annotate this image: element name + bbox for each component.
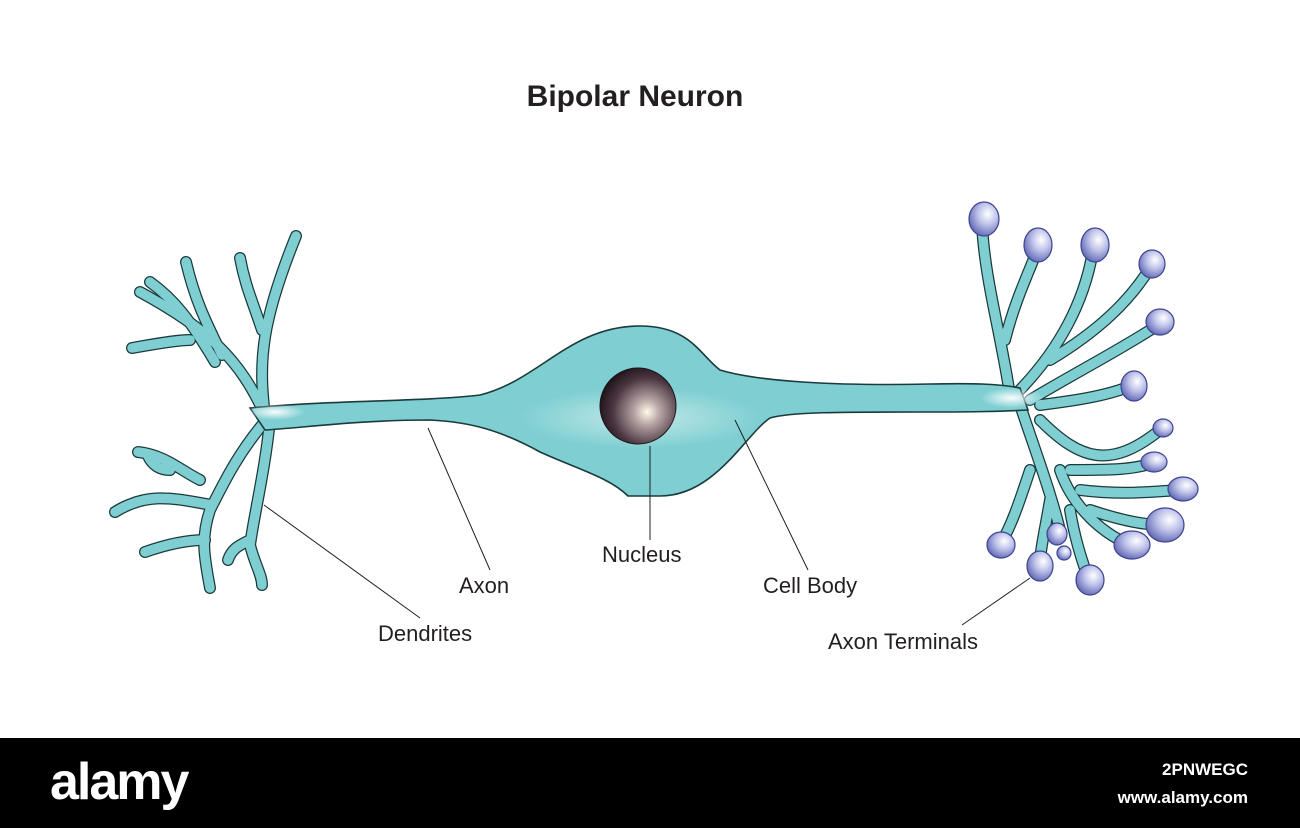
terminal-bulb (1145, 308, 1175, 336)
synaptic-terminals (968, 201, 1199, 596)
image-id: 2PNWEGC (1162, 760, 1248, 779)
leader-line-cell-body (734, 419, 809, 571)
terminal-bulb (1145, 507, 1185, 543)
nucleus (599, 367, 677, 445)
diagram-title: Bipolar Neuron (526, 80, 744, 113)
terminal-bulb (1023, 227, 1053, 263)
terminal-bulb (1138, 249, 1166, 279)
terminal-bulb (1113, 530, 1151, 560)
leader-lines (263, 419, 1031, 626)
neuron-illustration (109, 201, 1199, 626)
terminal-bulb (1140, 451, 1168, 473)
terminal-bulb (986, 531, 1016, 559)
terminal-bulb (1080, 227, 1110, 263)
terminal-bulb (1075, 564, 1105, 596)
terminal-bulb (1167, 476, 1199, 502)
stock-url: www.alamy.com (1117, 788, 1248, 807)
terminal-bulb (1026, 550, 1054, 582)
label-cell-body: Cell Body (763, 573, 858, 598)
terminal-bulb (1152, 418, 1174, 438)
leader-line-dendrites (263, 504, 421, 619)
leader-line-axon (427, 427, 491, 571)
axon-hillock-highlight-right (980, 388, 1044, 408)
terminal-bulb (1056, 545, 1072, 561)
terminal-bulb (1046, 522, 1068, 546)
label-axon: Axon (459, 573, 510, 598)
label-nucleus: Nucleus (602, 542, 682, 567)
dendrite-tree-left (109, 230, 302, 594)
stock-logo: alamy (50, 753, 189, 811)
label-axon-terminals: Axon Terminals (828, 629, 978, 654)
watermark-footer: alamy 2PNWEGC www.alamy.com (0, 738, 1300, 828)
terminal-bulb (1120, 370, 1148, 402)
axon-hillock-highlight-left (245, 404, 305, 420)
terminal-bulb (968, 201, 1000, 237)
label-dendrites: Dendrites (378, 621, 473, 646)
leader-line-axon-terminals (961, 577, 1031, 626)
